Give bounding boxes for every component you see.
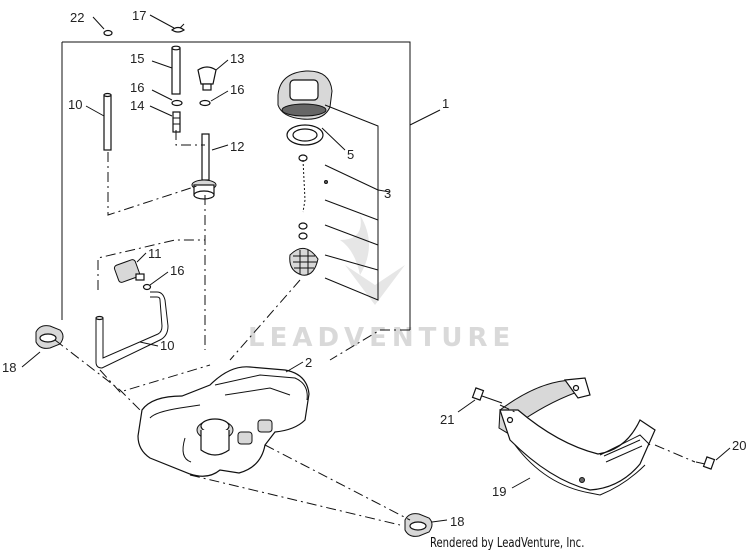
- part-12-pickup-tube: [191, 133, 217, 200]
- leader-17: [149, 14, 175, 29]
- leader-15: [151, 60, 173, 69]
- assembly-line-tank-bottom: [189, 474, 401, 526]
- part-19-tank-bracket: [498, 377, 656, 496]
- callout-16b: 16: [230, 82, 244, 97]
- part-1-fuel-cap: [277, 70, 333, 120]
- part-16-oring-upper-left: [171, 99, 183, 107]
- leader-21: [457, 399, 476, 413]
- part-3-screw: [324, 180, 328, 184]
- part-16-oring-lower: [142, 283, 152, 291]
- assembly-line-fitting: [175, 130, 205, 146]
- callout-18b: 18: [450, 514, 464, 529]
- bracket-3-mid3: [324, 254, 379, 271]
- callout-18a: 18: [2, 360, 16, 375]
- assembly-line-box: [329, 329, 410, 361]
- leader-18b: [431, 519, 448, 523]
- callout-1: 1: [442, 96, 449, 111]
- credit-text: Rendered by LeadVenture, Inc.: [430, 536, 585, 551]
- part-13-primer-knob: [197, 66, 217, 91]
- leader-18a: [21, 351, 41, 368]
- assembly-box-frame: [62, 41, 411, 330]
- part-15-tube: [171, 45, 181, 95]
- leader-14: [149, 105, 173, 117]
- part-17-clip: [170, 23, 186, 33]
- callout-19: 19: [492, 484, 506, 499]
- leader-10b: [139, 341, 159, 347]
- assembly-line-grommet-left: [54, 339, 141, 411]
- part-20-bolt: [695, 456, 716, 470]
- assembly-line-cap: [229, 279, 301, 361]
- leader-13: [215, 59, 229, 71]
- callout-20: 20: [732, 438, 746, 453]
- callout-16c: 16: [170, 263, 184, 278]
- bracket-3-mid2: [324, 224, 379, 246]
- part-2-fuel-tank: [137, 366, 310, 477]
- leader-1: [409, 109, 441, 126]
- callout-10a: 10: [68, 97, 82, 112]
- leader-16c: [149, 271, 169, 286]
- callout-16a: 16: [130, 80, 144, 95]
- callout-5: 5: [347, 147, 354, 162]
- assembly-line-grommet-right: [264, 444, 411, 521]
- part-22-washer: [103, 29, 113, 37]
- bracket-3-mid1: [324, 199, 379, 221]
- leader-16a: [151, 89, 173, 101]
- callout-2: 2: [305, 355, 312, 370]
- callout-22: 22: [70, 10, 84, 25]
- leader-22: [92, 16, 105, 30]
- part-18-grommet-right: [404, 513, 433, 537]
- leader-20: [715, 447, 731, 461]
- callout-14: 14: [130, 98, 144, 113]
- assembly-line-bolt-20: [654, 444, 696, 463]
- callout-15: 15: [130, 51, 144, 66]
- leader-10a: [85, 105, 105, 117]
- part-16-oring-upper-right: [199, 99, 211, 107]
- watermark-text: LEADVENTURE: [248, 323, 515, 353]
- part-18-grommet-left: [35, 325, 64, 349]
- part-11-fuel-filter: [113, 259, 145, 283]
- assembly-line-bolt-21: [499, 404, 516, 413]
- part-21-bolt: [471, 387, 503, 404]
- part-3-tether-and-filter: [289, 154, 319, 276]
- callout-12: 12: [230, 139, 244, 154]
- leader-16b: [210, 90, 229, 102]
- assembly-line-filter: [97, 239, 205, 290]
- leader-2: [285, 361, 304, 373]
- assembly-line-fuel-line: [99, 364, 211, 393]
- part-5-gasket: [286, 124, 324, 146]
- bracket-3: [324, 104, 379, 301]
- watermark-logo: [340, 215, 405, 305]
- part-14-fitting: [172, 111, 181, 133]
- callout-21: 21: [440, 412, 454, 427]
- leader-3: [377, 189, 391, 193]
- leader-11: [136, 252, 147, 263]
- callout-10b: 10: [160, 338, 174, 353]
- leader-19: [511, 477, 531, 489]
- bracket-3-upper: [324, 164, 379, 191]
- part-10-fuel-line: [95, 291, 169, 369]
- part-10-tube-upper: [103, 92, 112, 151]
- callout-3: 3: [384, 186, 391, 201]
- leader-12: [211, 144, 229, 151]
- assembly-line-tube: [107, 152, 201, 216]
- callout-11: 11: [148, 246, 162, 261]
- callout-17: 17: [132, 8, 146, 23]
- leader-5: [321, 127, 346, 151]
- callout-13: 13: [230, 51, 244, 66]
